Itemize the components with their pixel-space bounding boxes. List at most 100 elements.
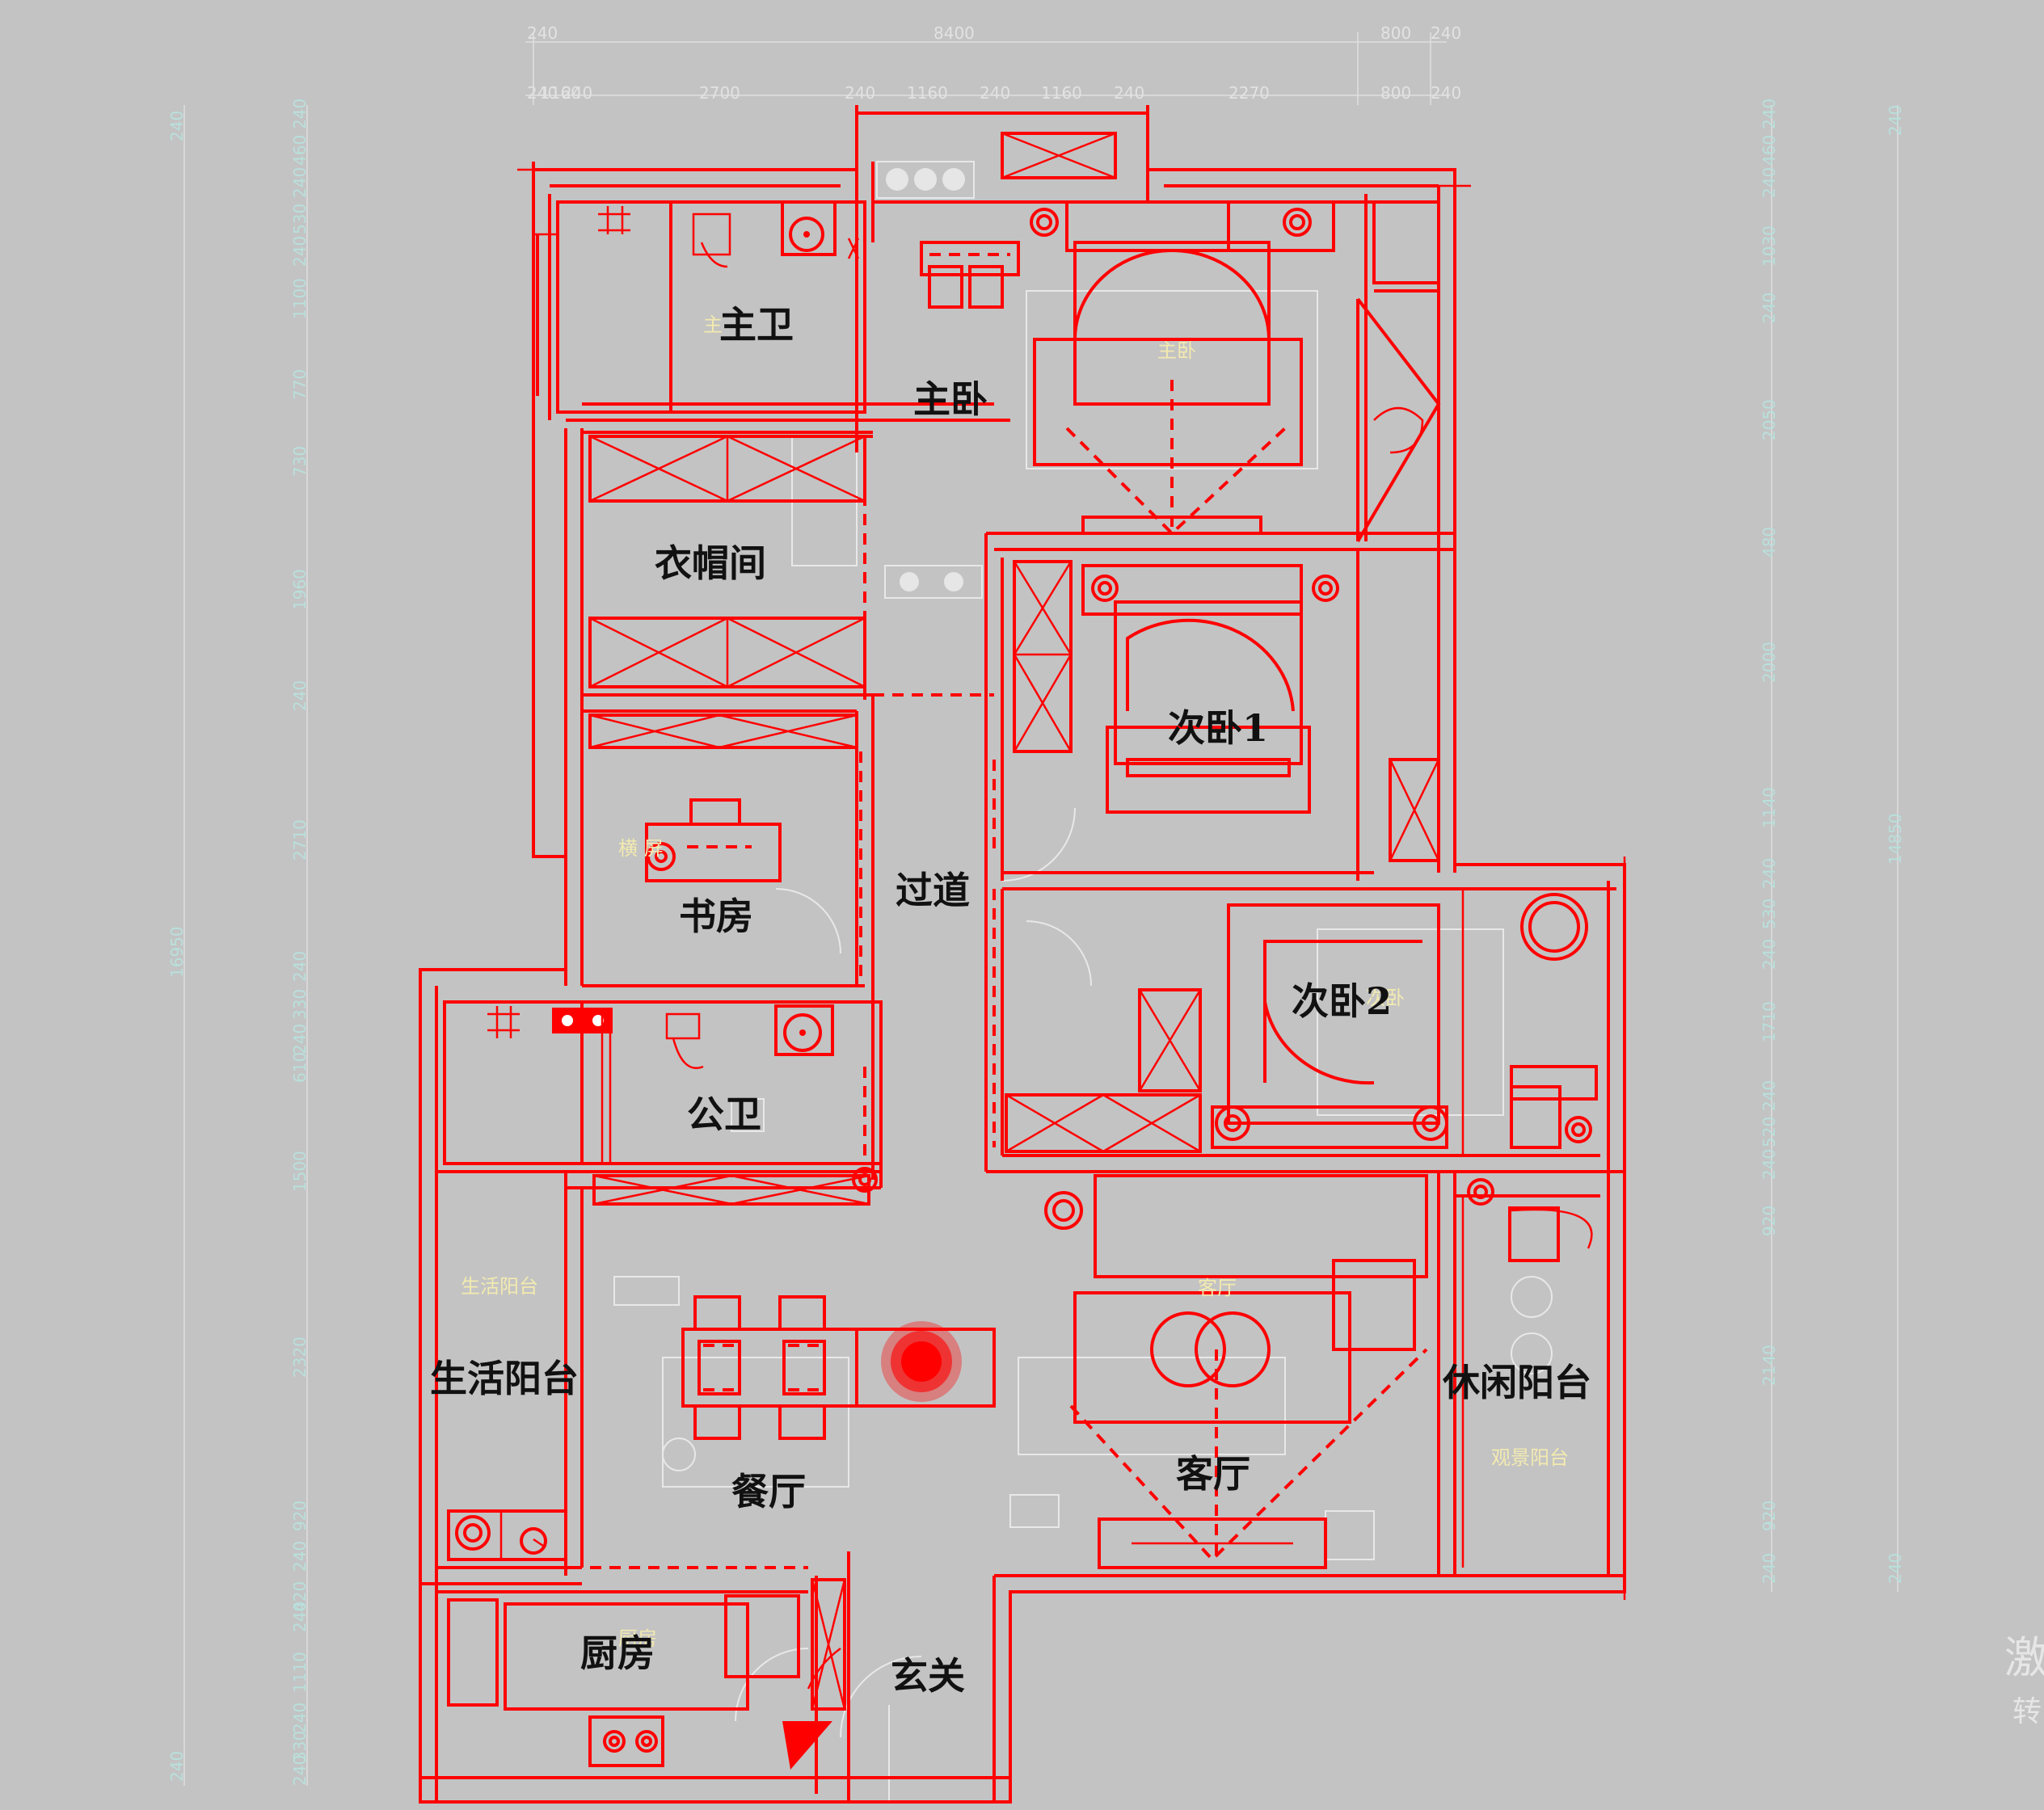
beds [1030,200,1598,1155]
underlay-label-bedroom2: 次卧 [1366,987,1405,1009]
room-label-kitchen: 厨房 [580,1631,655,1675]
room-label-cloakroom: 衣帽间 [655,541,766,585]
left-dim-25: 240 [290,1755,310,1786]
right-dim-14: 240 [1760,1080,1779,1111]
fixtures [487,200,1020,1164]
watermark-line-2: 转 [2012,1695,2042,1728]
left-dim-15: 610 [290,1052,310,1083]
top-dim2-12: 240 [1431,83,1461,103]
underlay-label-view-balcony: 观景阳台 [1491,1446,1569,1469]
room-label-corridor: 过道 [896,869,970,912]
left-dim-2: 460 [290,135,310,166]
room-label-entrance: 玄关 [891,1654,965,1698]
left-dim-19: 240 [290,1541,310,1572]
study-desk [645,798,782,882]
underlay-labels: 主 主卧 横 屏 次卧 生活阳台 客厅 观景阳台 厨房 [461,314,1569,1650]
watermark-line-1: 激 [2004,1632,2044,1683]
right-dim-11: 530 [1760,899,1779,929]
dining-set [662,1167,996,1471]
left-dim-13: 330 [290,989,310,1020]
right-outer-dim-3: 240 [1886,1553,1905,1584]
underlay-label-living: 客厅 [1198,1277,1237,1299]
left-dim-11: 2710 [290,819,310,861]
top-dim-1: 240 [527,23,558,43]
right-dim-7: 480 [1760,527,1779,558]
right-dim-4: 1030 [1760,225,1779,267]
right-dim-17: 920 [1760,1206,1779,1236]
left-dim-17: 2320 [290,1336,310,1378]
right-outer-dim-2: 14850 [1886,813,1905,865]
left-dim-21: 240 [290,1602,310,1632]
left-outer-dim-1: 240 [167,111,187,141]
underlay-label-master-bedroom: 主卧 [1157,339,1196,362]
top-dim2-11: 800 [1380,83,1411,103]
left-dim-9: 1960 [290,569,310,610]
top-dim2-2: 1160 [540,83,581,103]
walls [419,105,1626,1804]
left-dim-22: 1110 [290,1652,310,1693]
top-dim2-7: 240 [980,83,1010,103]
underlay-label-study: 横 屏 [618,837,664,860]
top-dim2-6: 1160 [907,83,948,103]
left-dim-6: 1100 [290,278,310,319]
top-dim2-8: 1160 [1041,83,1082,103]
left-dim-3: 240 [290,167,310,198]
room-label-bedroom1: 次卧1 [1168,706,1268,750]
left-dim-16: 1500 [290,1151,310,1192]
right-dim-20: 240 [1760,1553,1779,1584]
right-dim-16: 240 [1760,1149,1779,1180]
room-label-master-bath: 主卫 [719,303,794,347]
right-dim-3: 240 [1760,167,1779,198]
left-dimension-lines: 240 16950 240 240 460 240 530 240 1100 7… [167,99,310,1786]
right-dim-6: 2050 [1760,399,1779,440]
left-dim-18: 920 [290,1501,310,1531]
top-dim2-9: 240 [1114,83,1144,103]
left-dim-7: 770 [290,369,310,400]
top-dim2-4: 2700 [699,83,740,103]
right-dim-19: 920 [1760,1501,1779,1531]
top-dim-3: 800 [1380,23,1411,43]
left-dim-5: 240 [290,236,310,267]
top-dim2-5: 240 [845,83,875,103]
plant-icon [881,1321,962,1402]
right-dim-1: 240 [1760,99,1779,129]
room-label-master-bedroom: 主卧 [913,377,988,421]
underlay-label-kitchen: 厨房 [618,1627,657,1650]
room-label-living: 客厅 [1176,1452,1250,1496]
right-dim-18: 2140 [1760,1345,1779,1386]
left-outer-dim-3: 240 [167,1751,187,1782]
underlay-label-utility-balcony: 生活阳台 [461,1275,538,1298]
right-dim-2: 460 [1760,135,1779,166]
right-outer-dim-1: 240 [1886,105,1905,136]
right-dim-15: 520 [1760,1117,1779,1147]
right-dim-8: 2000 [1760,642,1779,683]
top-dim-4: 240 [1431,23,1461,43]
room-label-study: 书房 [679,894,753,938]
top-dim2-10: 2270 [1229,83,1270,103]
wardrobes [588,132,1440,1770]
left-dim-10: 240 [290,680,310,711]
top-balcony-fixtures [876,161,983,599]
left-outer-dim-2: 16950 [167,926,187,978]
left-dim-14: 240 [290,1024,310,1054]
left-dim-20: 420 [290,1581,310,1612]
room-label-utility-balcony: 生活阳台 [430,1357,579,1400]
right-dim-13: 1710 [1760,1001,1779,1042]
kitchen-corner-fill [782,1721,832,1770]
left-dim-4: 530 [290,204,310,234]
left-dim-23: 240 [290,1703,310,1733]
room-label-leisure-balcony: 休闲阳台 [1442,1361,1591,1404]
living-set [1044,1174,1593,1569]
left-dim-24: 330 [290,1731,310,1762]
room-labels: 主卫 主卧 衣帽间 次卧1 书房 过道 次卧2 公卫 生活阳台 餐厅 客厅 休闲… [430,303,1591,1698]
left-dim-1: 240 [290,99,310,129]
left-dim-8: 730 [290,446,310,477]
right-dim-5: 240 [1760,293,1779,323]
right-dim-12: 240 [1760,939,1779,970]
room-label-dining: 餐厅 [731,1470,806,1513]
top-dimension-lines: 240 8400 800 240 240 1160 240 2700 240 1… [525,23,1461,105]
room-label-bedroom2: 次卧2 [1292,979,1392,1023]
watermark: 激 转 [2004,1632,2044,1728]
room-label-public-bath: 公卫 [687,1092,761,1136]
